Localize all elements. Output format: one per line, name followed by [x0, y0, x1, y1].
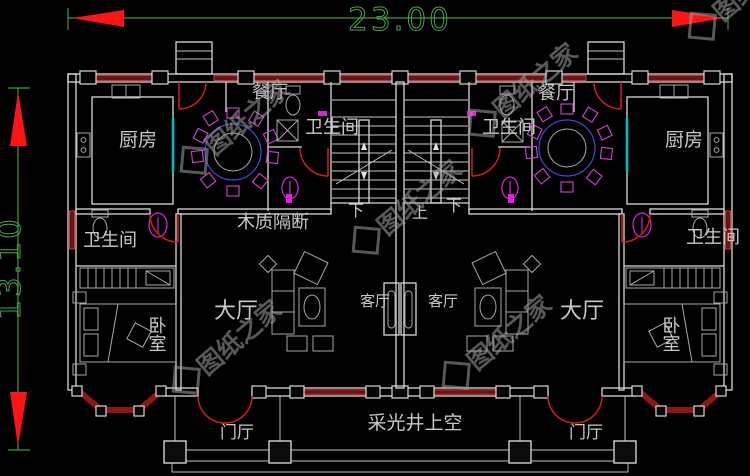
nightstand	[72, 291, 87, 304]
label-stair-down-right: 下	[446, 196, 462, 215]
watermark: 图纸之家	[687, 0, 750, 41]
wardrobe-left	[79, 267, 175, 289]
dimension-top: 23.00	[67, 2, 729, 39]
toilet-icon	[692, 217, 708, 239]
room-label-bath-inner-left: 卫生间	[305, 117, 359, 138]
kitchen-sink-right	[709, 132, 724, 158]
label-stair-down-left: 下	[348, 201, 364, 220]
dim-width-value: 23.00	[348, 2, 452, 38]
porch-column	[613, 440, 637, 464]
switch-icon	[508, 194, 514, 203]
dim-height-value: 13.10	[0, 216, 28, 320]
sink-icon	[632, 212, 652, 238]
porch	[163, 396, 637, 473]
room-label-foyer-left: 门厅	[220, 423, 254, 443]
dim-arrow-down	[10, 392, 27, 446]
interior-walls	[75, 81, 725, 391]
svg-text:图纸之家: 图纸之家	[200, 74, 295, 161]
washbasin-icon	[276, 119, 299, 142]
sofa-set-left	[258, 250, 334, 352]
dim-arrow-left	[72, 10, 124, 27]
dim-arrow-right	[672, 10, 724, 27]
room-label-bath-outer-left: 卫生间	[83, 230, 137, 251]
room-label-hall-right: 大厅	[560, 299, 604, 324]
staircase-right	[404, 99, 469, 204]
toilet-icon	[92, 217, 108, 239]
dining-table-right	[524, 103, 614, 193]
dining-table-left	[190, 107, 280, 197]
toilet-icon	[499, 94, 515, 116]
toilet-tank	[499, 85, 515, 95]
dim-arrow-up	[10, 92, 27, 146]
kitchen-left	[76, 84, 175, 205]
label-light-well: 采光井上空	[367, 412, 462, 434]
plant-icon	[258, 254, 278, 274]
chimney-right	[587, 41, 625, 75]
label-stair-up-right: 上	[412, 203, 428, 222]
dimension-left: 13.10	[0, 87, 30, 451]
washbasin-icon	[501, 120, 524, 143]
sink-icon	[148, 212, 168, 238]
bathroom-inner-left	[276, 85, 301, 200]
porch-column	[163, 440, 187, 464]
toilet-tank	[91, 209, 109, 218]
svg-text:图纸之家: 图纸之家	[462, 289, 557, 376]
nightstand	[72, 363, 87, 376]
plant-icon	[522, 254, 542, 274]
label-wood-partition: 木质隔断	[237, 212, 309, 233]
nightstand	[713, 363, 728, 376]
nightstand	[713, 291, 728, 304]
staircase-left	[331, 99, 396, 204]
doors	[149, 81, 651, 424]
room-label-bath-outer-right: 卫生间	[686, 227, 740, 248]
porch-column	[268, 440, 292, 464]
bay-window-left	[71, 385, 167, 417]
room-label-living-left: 客厅	[360, 292, 390, 310]
toilet-icon	[285, 94, 301, 116]
room-label-bedroom-left: 卧室	[146, 316, 167, 352]
room-label-bedroom-right: 卧室	[660, 316, 681, 352]
porch-step	[185, 449, 615, 462]
kitchen-sink-left	[76, 132, 91, 158]
room-label-dining-right: 餐厅	[538, 83, 574, 104]
toilet-tank	[285, 85, 301, 95]
switch-icon	[286, 194, 292, 203]
switch-icon	[318, 111, 327, 116]
bathroom-inner-right	[499, 85, 524, 200]
porch-column	[508, 440, 532, 464]
bed-left	[72, 291, 177, 376]
room-label-dining-left: 餐厅	[252, 82, 288, 103]
room-label-hall-left: 大厅	[214, 299, 258, 324]
sofa-set-right	[466, 250, 542, 352]
exterior-walls	[67, 41, 733, 399]
room-label-foyer-right: 门厅	[569, 423, 603, 443]
kitchen-right	[625, 84, 724, 205]
bathroom-outer-left	[91, 209, 168, 239]
room-label-kitchen-left: 厨房	[119, 129, 157, 151]
room-label-living-right: 客厅	[428, 292, 458, 310]
chimney-left	[175, 41, 213, 75]
toilet-tank	[691, 209, 709, 218]
wardrobe-right	[625, 267, 721, 289]
bay-window-right	[631, 385, 727, 417]
bathroom-outer-right	[632, 209, 709, 239]
bed-right	[623, 291, 728, 376]
porch-step	[171, 460, 629, 473]
room-label-kitchen-right: 厨房	[665, 129, 703, 151]
